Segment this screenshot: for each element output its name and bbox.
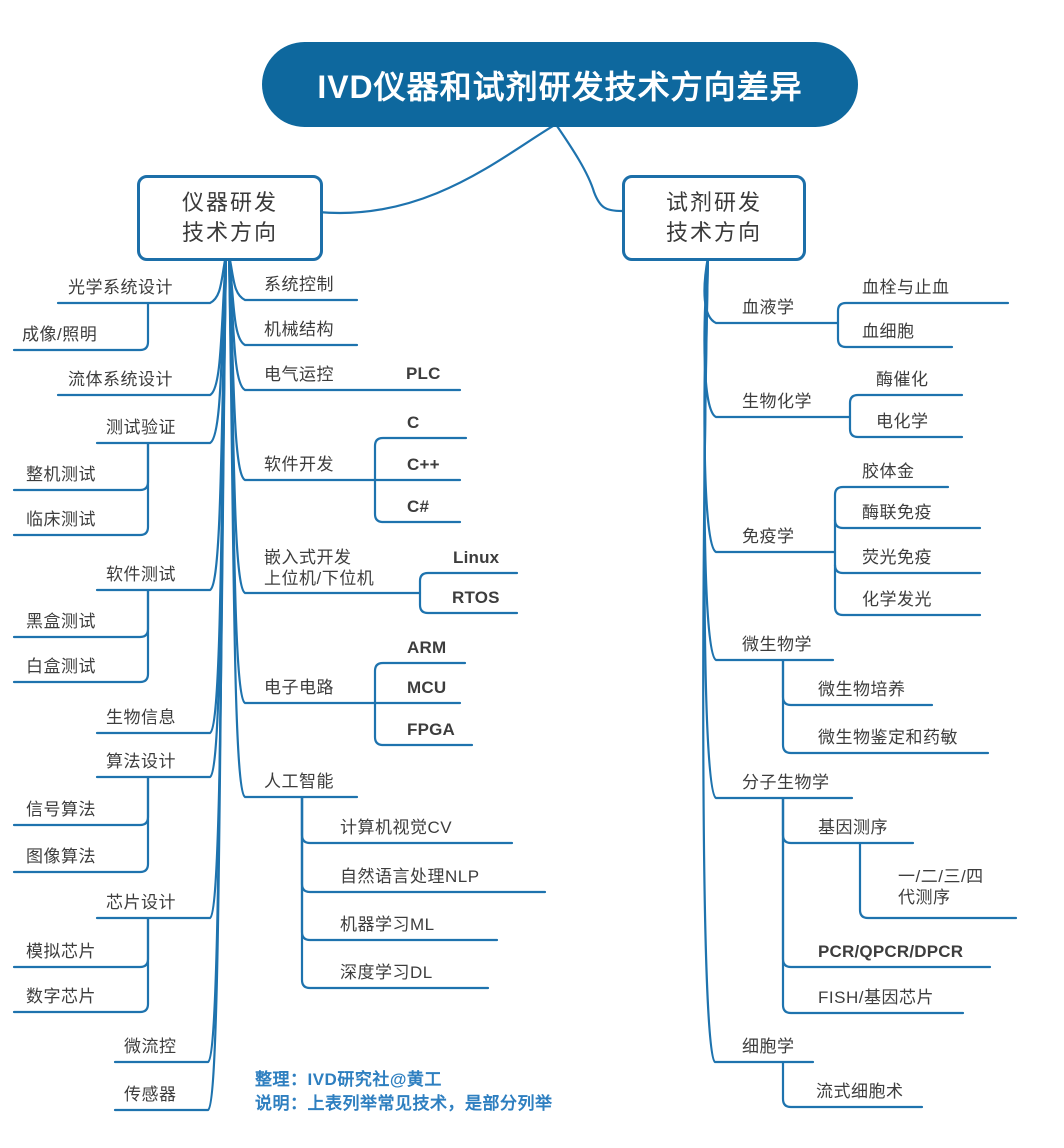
node-embedded-development-line2: 上位机/下位机: [264, 569, 375, 588]
node-electronic-circuit: 电子电路: [264, 678, 334, 697]
node-gene-sequencing: 基因测序: [818, 818, 888, 837]
node-microbiology: 微生物学: [742, 635, 812, 654]
footer-note: 整理：IVD研究社@黄工 说明：上表列举常见技术，是部分列举: [255, 1068, 553, 1116]
node-white-box-test: 白盒测试: [26, 657, 96, 676]
node-embedded-development-line1: 嵌入式开发: [264, 548, 352, 567]
node-digital-chip: 数字芯片: [26, 987, 96, 1006]
node-system-control: 系统控制: [264, 275, 334, 294]
node-molecular-biology: 分子生物学: [742, 773, 830, 792]
instrument-left-connectors: [12, 253, 228, 1112]
node-clinical-test: 临床测试: [26, 510, 96, 529]
node-hematology: 血液学: [742, 298, 795, 317]
node-elisa: 酶联免疫: [862, 503, 932, 522]
node-microbial-culture: 微生物培养: [818, 680, 906, 699]
node-c-language: C: [407, 413, 420, 432]
instrument-branch-label-line2: 技术方向: [181, 220, 278, 245]
node-cytology: 细胞学: [742, 1037, 795, 1056]
instrument-right-connectors: [227, 253, 547, 990]
node-mcu: MCU: [407, 678, 447, 697]
node-pcr-qpcr-dpcr: PCR/QPCR/DPCR: [818, 942, 964, 961]
node-immunology: 免疫学: [742, 527, 795, 546]
page-title: IVD仪器和试剂研发技术方向差异: [262, 42, 858, 127]
node-enzyme-catalysis: 酶催化: [876, 370, 929, 389]
reagent-branch-label-line2: 技术方向: [665, 220, 762, 245]
node-image-algorithm: 图像算法: [26, 847, 96, 866]
node-blood-cell: 血细胞: [862, 322, 915, 341]
node-electrochemistry: 电化学: [876, 412, 929, 431]
node-electrical-motion-control: 电气运控: [264, 365, 334, 384]
node-nlp: 自然语言处理NLP: [340, 867, 480, 886]
node-analog-chip: 模拟芯片: [26, 942, 96, 961]
reagent-branch-box: 试剂研发 技术方向: [622, 175, 806, 261]
node-computer-vision: 计算机视觉CV: [340, 818, 453, 837]
node-flow-cytometry: 流式细胞术: [816, 1082, 904, 1101]
node-mechanical-structure: 机械结构: [264, 320, 334, 339]
node-colloidal-gold: 胶体金: [862, 462, 915, 481]
node-deep-learning: 深度学习DL: [340, 963, 433, 982]
node-fish-gene-chip: FISH/基因芯片: [818, 988, 934, 1007]
node-bioinformatics: 生物信息: [106, 708, 176, 727]
root-connectors: [316, 124, 624, 215]
footer-credit-line: 整理：IVD研究社@黄工: [255, 1070, 442, 1089]
node-sequencing-generations-line2: 代测序: [898, 888, 951, 907]
node-fluidic-system-design: 流体系统设计: [68, 370, 173, 389]
node-embedded-development: 嵌入式开发 上位机/下位机: [264, 547, 374, 589]
instrument-branch-box: 仪器研发 技术方向: [137, 175, 323, 261]
node-plc: PLC: [406, 364, 441, 383]
node-linux: Linux: [453, 548, 500, 567]
footer-description-line: 说明：上表列举常见技术，是部分列举: [255, 1094, 553, 1113]
instrument-branch-label-line1: 仪器研发: [181, 190, 278, 216]
node-artificial-intelligence: 人工智能: [264, 772, 334, 791]
node-fluorescence-immunoassay: 荧光免疫: [862, 548, 932, 567]
node-signal-algorithm: 信号算法: [26, 800, 96, 819]
node-fpga: FPGA: [407, 720, 456, 739]
node-sequencing-generations: 一/二/三/四 代测序: [898, 866, 984, 908]
node-sequencing-generations-line1: 一/二/三/四: [898, 867, 984, 886]
node-cpp-language: C++: [407, 455, 440, 474]
node-chip-design: 芯片设计: [106, 893, 176, 912]
reagent-branch-label-line1: 试剂研发: [665, 190, 762, 216]
node-chemiluminescence: 化学发光: [862, 590, 932, 609]
node-arm: ARM: [407, 638, 447, 657]
node-software-test: 软件测试: [106, 565, 176, 584]
node-test-verification: 测试验证: [106, 418, 176, 437]
node-imaging-lighting: 成像/照明: [22, 325, 98, 344]
node-sensor: 传感器: [124, 1085, 177, 1104]
node-csharp-language: C#: [407, 497, 430, 516]
node-microbial-id-ast: 微生物鉴定和药敏: [818, 728, 958, 747]
node-biochemistry: 生物化学: [742, 392, 812, 411]
node-thrombosis-hemostasis: 血栓与止血: [862, 278, 950, 297]
node-whole-machine-test: 整机测试: [26, 465, 96, 484]
reagent-connectors: [702, 255, 1018, 1109]
node-machine-learning: 机器学习ML: [340, 915, 435, 934]
node-optical-system-design: 光学系统设计: [68, 278, 173, 297]
node-software-development: 软件开发: [264, 455, 334, 474]
node-black-box-test: 黑盒测试: [26, 612, 96, 631]
node-rtos: RTOS: [452, 588, 500, 607]
node-microfluidics: 微流控: [124, 1037, 177, 1056]
node-algorithm-design: 算法设计: [106, 752, 176, 771]
